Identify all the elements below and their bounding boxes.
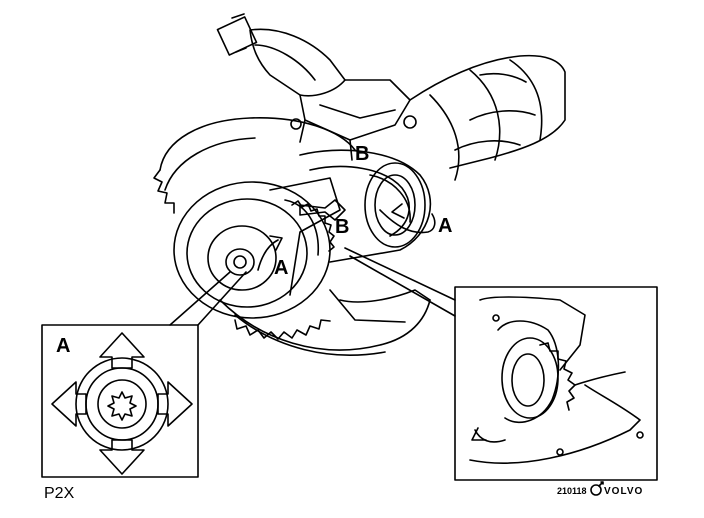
- volvo-logo-icon: [590, 481, 604, 496]
- direction-arrow-icon: [99, 332, 145, 369]
- label-a-center: A: [274, 257, 288, 279]
- solenoid-valve-drawing: [216, 13, 417, 161]
- inset-detail-frame: [454, 286, 658, 481]
- sprocket-drawing: [153, 117, 431, 356]
- reference-number: 210118: [557, 486, 587, 496]
- inset-a-frame: [41, 324, 199, 478]
- label-b-top: B: [355, 143, 369, 165]
- label-b-middle: B: [335, 216, 349, 238]
- figure-code: P2X: [44, 485, 75, 502]
- rotation-arrow-icon: [257, 199, 436, 271]
- label-a-inset: A: [56, 335, 70, 357]
- adjuster-hub-drawing: [299, 149, 432, 263]
- front-plate-drawing: [173, 177, 341, 319]
- leader-lines: [169, 247, 456, 326]
- brand-wordmark: VOLVO: [604, 486, 643, 497]
- camshaft-drawing: [409, 54, 566, 181]
- label-a-right: A: [438, 215, 452, 237]
